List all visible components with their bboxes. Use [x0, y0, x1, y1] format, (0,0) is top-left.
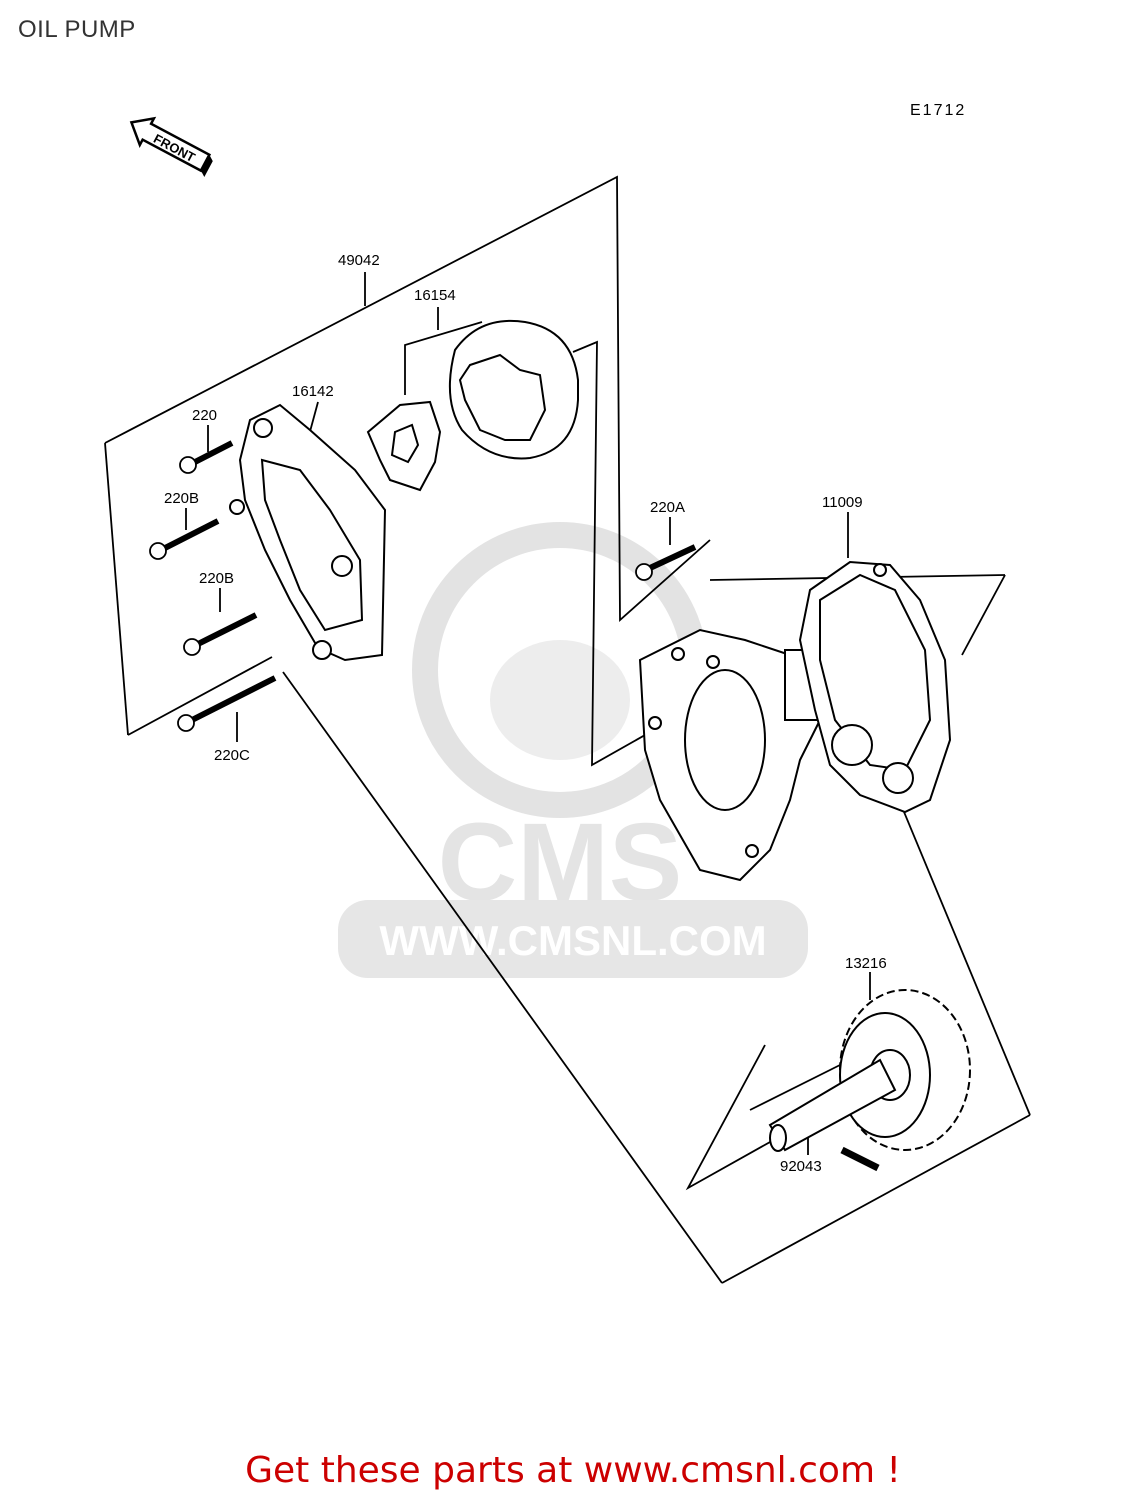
pin-92043 [840, 1146, 880, 1172]
screw-220B-2-shaft [196, 612, 258, 647]
screw-220 [179, 440, 234, 474]
pump-cover-hole-left [229, 499, 245, 515]
screw-220-head [179, 456, 197, 474]
gasket [798, 560, 952, 814]
watermark-mascot-face [490, 640, 630, 760]
watermark: CMS WWW.CMSNL.COM [338, 522, 808, 978]
pump-cover [229, 403, 387, 662]
pump-cover-hole-bottom [312, 640, 332, 660]
pump-body-hole-2 [706, 655, 720, 669]
diagram-code: E1712 [910, 102, 966, 119]
outline-bottom [127, 656, 273, 736]
outline-left [104, 442, 129, 736]
part-label-220: 220 [192, 407, 217, 424]
screw-220B-1-shaft [163, 518, 220, 551]
part-label-92043: 92043 [780, 1158, 822, 1175]
part-label-13216: 13216 [845, 955, 887, 972]
assembly-outline-49042 [104, 175, 711, 622]
screw-220C-shaft [190, 675, 277, 723]
front-arrow: FRONT [129, 116, 213, 177]
front-arrow-shape [129, 116, 212, 173]
screw-220-shaft [193, 440, 234, 465]
frame-line-right-top [961, 574, 1006, 656]
part-label-16142: 16142 [292, 383, 334, 400]
pump-body-hole-4 [745, 844, 759, 858]
screw-220C [177, 675, 277, 732]
footer-link[interactable]: Get these parts at www.cmsnl.com ! [245, 1450, 901, 1491]
pump-body-hole-3 [648, 716, 662, 730]
part-label-220B-2: 220B [199, 570, 234, 587]
gasket-hole-3 [873, 563, 887, 577]
rotor-set [366, 319, 579, 492]
gasket-inner [819, 573, 932, 772]
shaft-axis [749, 1059, 851, 1111]
screw-220B-1-head [149, 542, 167, 560]
pump-body-hole-1 [671, 647, 685, 661]
part-label-220A: 220A [650, 499, 685, 516]
part-label-16154: 16154 [414, 287, 456, 304]
frame-line-left [282, 671, 723, 1284]
part-label-220B-1: 220B [164, 490, 199, 507]
gasket-hole-2 [882, 762, 914, 794]
part-label-49042: 49042 [338, 252, 380, 269]
screws [149, 440, 697, 732]
pump-cover-inner [260, 458, 364, 632]
inner-rotor-hole [390, 423, 420, 464]
screw-220B-2 [183, 612, 258, 656]
part-label-11009: 11009 [822, 494, 863, 511]
screw-220B-2-head [183, 638, 201, 656]
screw-220B-1 [149, 518, 220, 560]
screw-220A-shaft [648, 544, 697, 571]
screw-220A [635, 544, 697, 581]
page-title: OIL PUMP [18, 16, 136, 43]
watermark-url-plate [338, 900, 808, 978]
gasket-hole-1 [831, 724, 873, 766]
pump-body-bore [684, 669, 766, 811]
front-arrow-shadow [200, 154, 213, 177]
watermark-url: WWW.CMSNL.COM [379, 917, 766, 964]
screw-220C-head [177, 714, 195, 732]
gear-shaft-end [769, 1124, 787, 1152]
pump-cover-hole-center [331, 555, 353, 577]
pump-cover-body [238, 403, 387, 662]
screw-220A-head [635, 563, 653, 581]
leader-16154 [404, 321, 483, 395]
pump-body [638, 628, 827, 882]
frame-line-bottom [721, 1114, 1031, 1284]
pump-cover-hole-top [253, 418, 273, 438]
part-label-220C: 220C [214, 747, 250, 764]
gear-shaft [768, 989, 971, 1172]
outer-rotor-lobes [458, 353, 547, 441]
